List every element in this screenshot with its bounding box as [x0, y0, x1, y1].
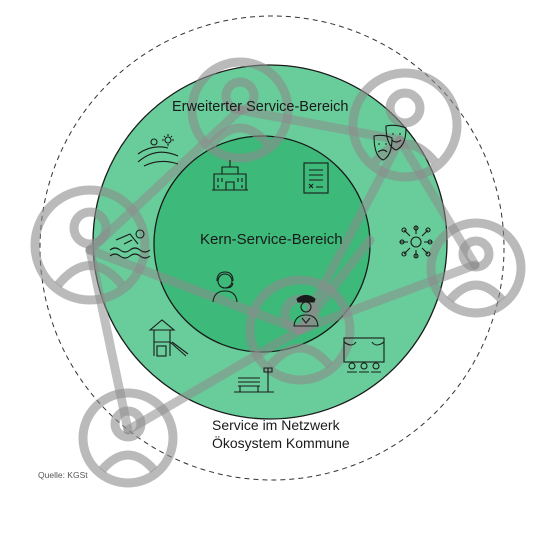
network-service-label: Service im Netzwerk Ökosystem Kommune: [212, 416, 350, 452]
network-lines: [85, 105, 480, 435]
call-center-icon: [212, 271, 238, 303]
core-service-label: Kern-Service-Bereich: [200, 231, 343, 248]
network-person-icon: [426, 218, 526, 318]
community-icon: [399, 225, 433, 259]
stage-icon: [343, 337, 385, 373]
source-note: Quelle: KGSt: [38, 470, 88, 480]
network-boundary-circle: [39, 15, 505, 481]
network-person-icon: [78, 388, 178, 488]
farmland-icon: [137, 134, 179, 167]
theater-masks-icon: [373, 124, 407, 161]
network-nodes: [30, 57, 526, 488]
park-bench-icon: [234, 367, 274, 393]
document-icon: [303, 162, 329, 194]
network-label-line1: Service im Netzwerk: [212, 417, 340, 433]
network-person-icon: [245, 275, 355, 385]
extended-service-label: Erweiterter Service-Bereich: [172, 99, 349, 115]
town-hall-icon: [212, 160, 248, 191]
police-officer-icon: [293, 294, 319, 327]
network-person-icon: [348, 68, 462, 182]
network-person-icon: [30, 185, 150, 305]
playground-icon: [148, 319, 189, 357]
swimmer-icon: [109, 229, 151, 259]
network-label-line2: Ökosystem Kommune: [212, 435, 350, 451]
network-person-icon: [187, 57, 293, 163]
